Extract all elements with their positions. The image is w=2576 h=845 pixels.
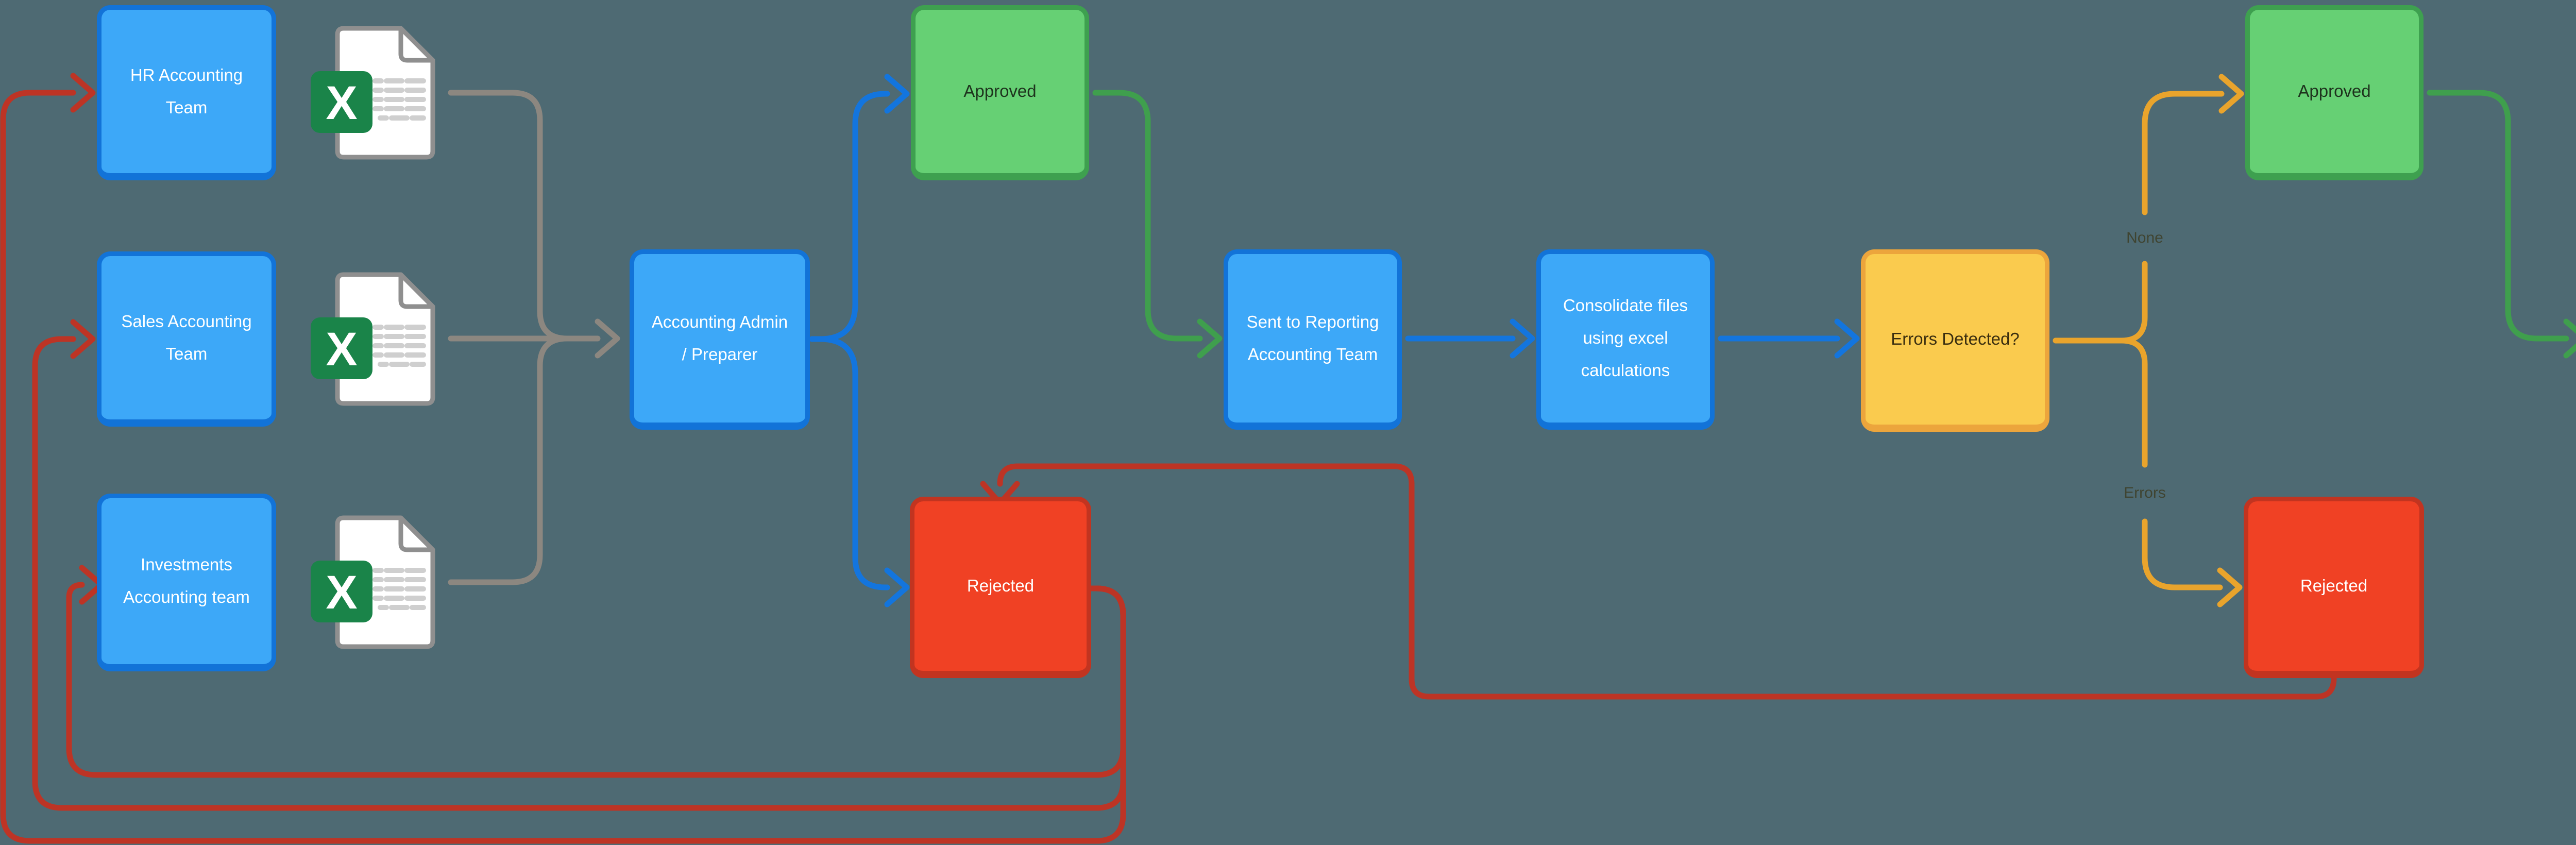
excel-file-icon-hr: X	[309, 15, 438, 170]
node-label: Sent to Reporting Accounting Team	[1246, 312, 1379, 364]
node-rejected-2[interactable]: Rejected	[2244, 497, 2424, 678]
edge-errors-to-approved2-lower	[2053, 261, 2148, 344]
edge-rejected2-to-rejected1	[980, 463, 2337, 700]
node-errors-detected-decision[interactable]: Errors Detected?	[1861, 249, 2049, 432]
excel-file-icon-sales: X	[309, 262, 438, 416]
document-text-lines	[372, 325, 426, 367]
excel-x-letter: X	[326, 566, 357, 619]
edge-label-none: None	[2126, 229, 2163, 246]
node-label: Investments Accounting team	[123, 555, 250, 606]
excel-badge	[311, 317, 372, 379]
document-fold-corner	[398, 272, 435, 309]
excel-file-icon-investments: X	[309, 505, 438, 660]
document-text-lines	[372, 568, 426, 610]
node-sales-accounting-team[interactable]: Sales Accounting Team	[97, 251, 276, 427]
excel-badge	[311, 561, 372, 622]
excel-x-letter: X	[326, 77, 357, 129]
document-fold-corner	[398, 26, 435, 63]
node-label: Rejected	[2300, 576, 2368, 596]
node-approved-2[interactable]: Approved	[2245, 5, 2424, 180]
node-approved-1[interactable]: Approved	[911, 5, 1089, 180]
node-label: Accounting Admin / Preparer	[651, 312, 788, 364]
document-text-lines	[372, 78, 426, 121]
edge-rejected1-to-hr	[0, 73, 1126, 844]
node-label: Approved	[963, 81, 1037, 101]
node-label: Consolidate files using excel calculatio…	[1563, 296, 1688, 380]
node-sent-to-reporting-team[interactable]: Sent to Reporting Accounting Team	[1224, 249, 1402, 430]
excel-x-letter: X	[326, 323, 357, 376]
document-fold-corner	[398, 515, 435, 552]
edge-errors-to-rejected2-upper	[2053, 337, 2148, 468]
edge-approved2-to-construct	[2427, 90, 2576, 359]
node-label: HR Accounting Team	[130, 65, 243, 117]
node-label: Errors Detected?	[1891, 329, 2020, 349]
edge-errors-to-rejected2-lower	[2142, 518, 2243, 607]
node-consolidate-files[interactable]: Consolidate files using excel calculatio…	[1536, 249, 1715, 430]
edge-admin-to-rejected1	[809, 336, 910, 607]
edge-errors-to-approved2-upper	[2142, 74, 2244, 215]
node-label: Rejected	[967, 576, 1035, 596]
edge-label-errors: Errors	[2124, 484, 2166, 501]
node-label: Sales Accounting Team	[121, 311, 252, 363]
edge-investments-file-to-admin	[448, 335, 570, 585]
node-hr-accounting-team[interactable]: HR Accounting Team	[97, 5, 276, 180]
edge-hr-file-to-admin	[448, 90, 570, 342]
node-investments-accounting-team[interactable]: Investments Accounting team	[97, 494, 276, 671]
node-rejected-1[interactable]: Rejected	[910, 497, 1091, 678]
node-accounting-admin-preparer[interactable]: Accounting Admin / Preparer	[630, 249, 810, 430]
edge-approved1-to-sent	[1092, 90, 1223, 359]
excel-badge	[311, 71, 372, 133]
edge-admin-to-approved1	[809, 74, 910, 342]
node-label: Approved	[2298, 81, 2371, 101]
